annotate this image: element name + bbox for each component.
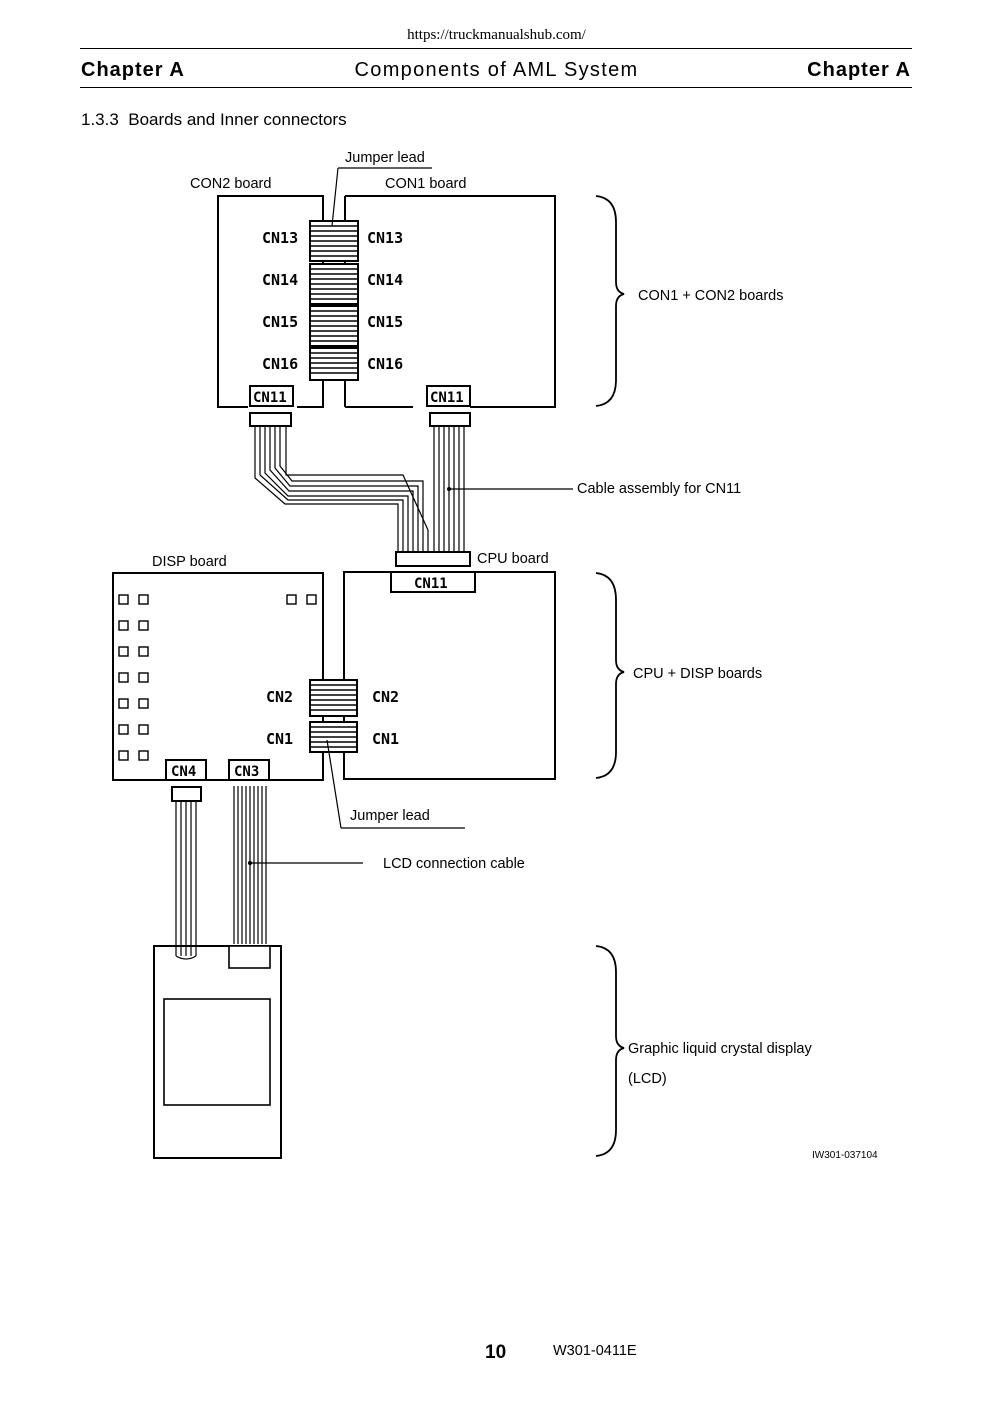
jumper-lead-bottom-label: Jumper lead xyxy=(350,808,430,824)
header-chapter-left: Chapter A xyxy=(81,59,185,81)
con1-board xyxy=(345,195,556,408)
lcd-label-line1: Graphic liquid crystal display xyxy=(628,1041,812,1057)
con2-cn16-label: CN16 xyxy=(262,355,298,373)
section-heading: 1.3.3 Boards and Inner connectors xyxy=(81,110,347,130)
brace-con-boards xyxy=(595,195,625,407)
cable-cn11-label: Cable assembly for CN11 xyxy=(577,481,741,497)
con2-cn11-connector xyxy=(249,385,294,407)
cable-plug-cpu xyxy=(395,551,471,567)
con1-cn15-label: CN15 xyxy=(367,313,403,331)
brace-cpu-disp xyxy=(595,572,625,779)
con2-cn13-label: CN13 xyxy=(262,229,298,247)
con2-board xyxy=(217,195,324,408)
cn4-cable xyxy=(175,801,197,960)
disp-cn4-connector xyxy=(165,759,207,781)
section-title: Boards and Inner connectors xyxy=(128,110,347,129)
source-url[interactable]: https://truckmanualshub.com/ xyxy=(407,27,586,43)
header-top-rule xyxy=(80,48,912,49)
lcd-module xyxy=(153,945,282,1159)
con1-cn11-connector xyxy=(426,385,471,407)
cpu-group-label: CPU + DISP boards xyxy=(633,666,762,682)
con-group-label: CON1 + CON2 boards xyxy=(638,288,783,304)
cpu-cn1-label: CN1 xyxy=(372,730,399,748)
con2-board-label: CON2 board xyxy=(190,176,271,192)
disp-cn1-label: CN1 xyxy=(266,730,293,748)
document-id: W301-0411E xyxy=(553,1343,637,1359)
disp-cn2-label: CN2 xyxy=(266,688,293,706)
disp-cn3-label: CN3 xyxy=(234,764,259,780)
jumper-lead-top-label: Jumper lead xyxy=(345,150,425,166)
cable-plug-con2 xyxy=(249,412,292,427)
disp-switch-array xyxy=(118,594,317,761)
cn4-cable-plug xyxy=(171,786,202,802)
cable-plug-con1 xyxy=(429,412,471,427)
con1-cn14-label: CN14 xyxy=(367,271,403,289)
header-title: Components of AML System xyxy=(354,59,639,81)
disp-cn4-label: CN4 xyxy=(171,764,196,780)
disp-board-label: DISP board xyxy=(152,554,227,570)
cable-assembly-cn11 xyxy=(254,426,465,552)
section-number: 1.3.3 xyxy=(81,110,119,129)
cpu-cn11-label: CN11 xyxy=(414,576,448,592)
cpu-board-label: CPU board xyxy=(477,551,549,567)
lcd-screen xyxy=(163,998,271,1106)
cpu-cn11-connector xyxy=(390,571,476,593)
lcd-connector xyxy=(228,945,271,969)
jumper-lead-top xyxy=(309,220,359,381)
header-bottom-rule xyxy=(80,87,912,88)
con2-cn11-label: CN11 xyxy=(253,390,287,406)
disp-board xyxy=(112,572,324,781)
cpu-cn2-label: CN2 xyxy=(372,688,399,706)
brace-lcd xyxy=(595,945,625,1157)
con1-board-label: CON1 board xyxy=(385,176,466,192)
disp-cn3-connector xyxy=(228,759,270,781)
con2-cn15-label: CN15 xyxy=(262,313,298,331)
con1-cn11-label: CN11 xyxy=(430,390,464,406)
header-chapter-right: Chapter A xyxy=(807,59,911,81)
page-number: 10 xyxy=(485,1342,507,1363)
con1-cn16-label: CN16 xyxy=(367,355,403,373)
figure-code: IW301-037104 xyxy=(812,1150,878,1161)
con1-cn13-label: CN13 xyxy=(367,229,403,247)
lcd-cable-label: LCD connection cable xyxy=(383,856,525,872)
con2-cn14-label: CN14 xyxy=(262,271,298,289)
jumper-lead-bottom xyxy=(309,679,358,753)
lcd-label-line2: (LCD) xyxy=(628,1071,667,1087)
